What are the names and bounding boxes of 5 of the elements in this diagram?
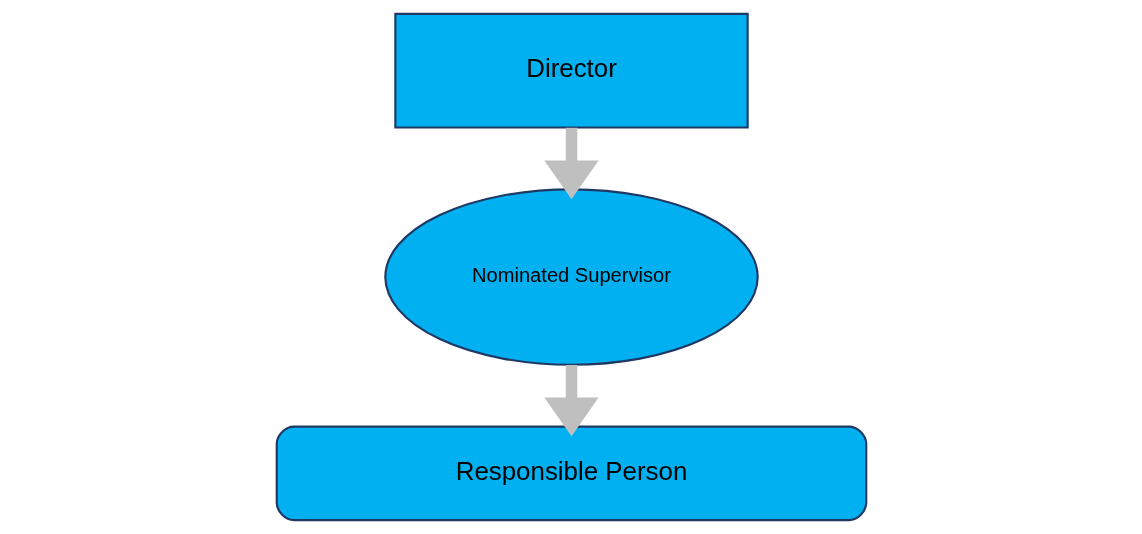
node-box: Director	[393, 12, 749, 129]
node-box: Responsible Person	[275, 425, 867, 522]
arrow	[543, 365, 599, 437]
arrow	[543, 127, 599, 200]
node-ellipse: Nominated Supervisor	[383, 188, 759, 366]
